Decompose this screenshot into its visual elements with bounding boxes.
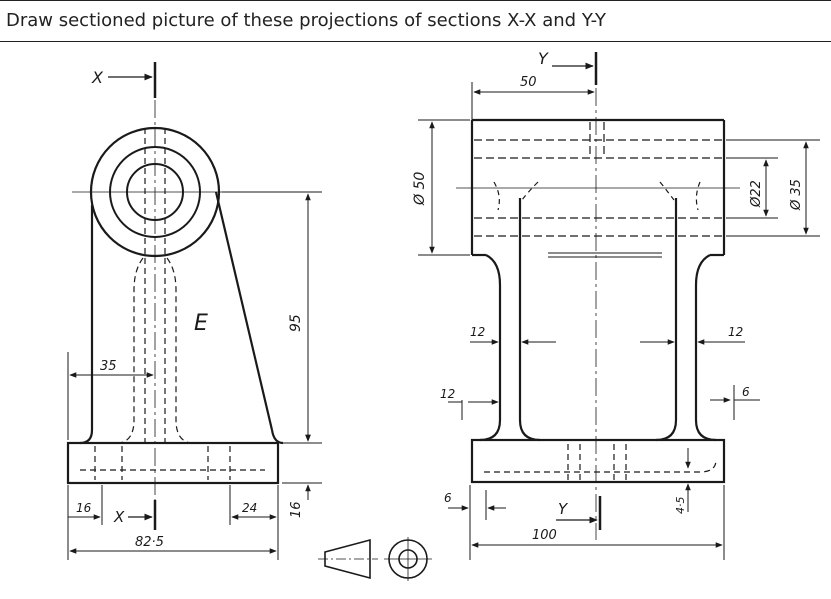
- legs-outline: [479, 198, 717, 442]
- dim-dia-50: Ø 50: [412, 119, 470, 256]
- web-hidden-lines: [119, 128, 191, 444]
- dim-50-top-text: 50: [520, 75, 537, 90]
- dim-100: 100: [471, 485, 725, 560]
- leg-hidden-curves: [493, 181, 701, 211]
- dim-100-text: 100: [532, 528, 557, 543]
- dim-6-left-text: 6: [444, 491, 452, 505]
- dim-dia-22-text: Ø22: [749, 180, 764, 208]
- drawing-area: X: [0, 42, 831, 595]
- dim-82-5: 82·5: [69, 535, 277, 554]
- dim-95: 95: [222, 191, 322, 444]
- dim-16-vertical-text: 16: [289, 501, 304, 518]
- right-base-rect: [470, 438, 726, 484]
- dim-dia-35-text: Ø 35: [789, 179, 804, 211]
- base-rect: [66, 441, 280, 485]
- dim-dia-50-text: Ø 50: [412, 172, 428, 206]
- top-block-hidden-lines: [474, 122, 722, 237]
- dim-35: 35: [67, 352, 154, 440]
- right-base-hidden-lines: [484, 444, 717, 480]
- dim-12-left-lower-text: 12: [440, 387, 455, 401]
- section-y-bottom-label: Y: [558, 500, 569, 518]
- dim-50-top: 50: [471, 75, 595, 120]
- dim-82-5-text: 82·5: [135, 535, 164, 550]
- dim-12-right-text: 12: [728, 325, 743, 339]
- section-y-top-marker: Y: [538, 49, 598, 85]
- hatch-mark: [548, 252, 662, 258]
- base-hidden-lines: [80, 446, 265, 480]
- dim-24: 24: [229, 485, 279, 560]
- dim-dia-22: Ø22: [726, 157, 778, 219]
- top-block-outline: [470, 118, 726, 257]
- dim-12-right: 12: [640, 325, 745, 345]
- right-view: Y 50: [412, 49, 820, 560]
- dim-4-5-text: 4·5: [674, 497, 687, 515]
- dim-6-right-text: 6: [742, 385, 750, 399]
- view-label-e: E: [194, 311, 208, 336]
- dim-35-text: 35: [100, 359, 117, 374]
- instruction-text: Draw sectioned picture of these projecti…: [6, 10, 607, 31]
- section-y-top-label: Y: [538, 49, 549, 68]
- section-x-bottom-label: X: [113, 508, 125, 526]
- dim-4-5: 4·5: [674, 448, 691, 515]
- dim-16-vertical: 16: [282, 425, 322, 518]
- engineering-drawing: X: [66, 49, 820, 581]
- section-x-top-marker: X: [91, 62, 157, 98]
- dim-12-left-lower: 12: [440, 387, 499, 420]
- dim-6-right: 6: [710, 385, 760, 420]
- dim-24-text: 24: [242, 501, 257, 515]
- dim-12-left-upper: 12: [470, 325, 556, 345]
- dim-95-text: 95: [288, 314, 304, 332]
- section-x-bottom-marker: X: [113, 500, 157, 530]
- dim-16-bottom-text: 16: [76, 501, 92, 515]
- left-view: X: [66, 62, 322, 560]
- body-outline: [79, 191, 284, 445]
- dim-dia-35: Ø 35: [726, 139, 820, 237]
- projection-symbol: [318, 537, 432, 581]
- section-x-top-label: X: [91, 68, 104, 87]
- instruction-header: Draw sectioned picture of these projecti…: [0, 0, 831, 42]
- dim-6-left: 6: [444, 485, 506, 560]
- dim-16-bottom: 16: [67, 485, 103, 560]
- section-y-bottom-marker: Y: [556, 496, 602, 530]
- dim-12-left-upper-text: 12: [470, 325, 485, 339]
